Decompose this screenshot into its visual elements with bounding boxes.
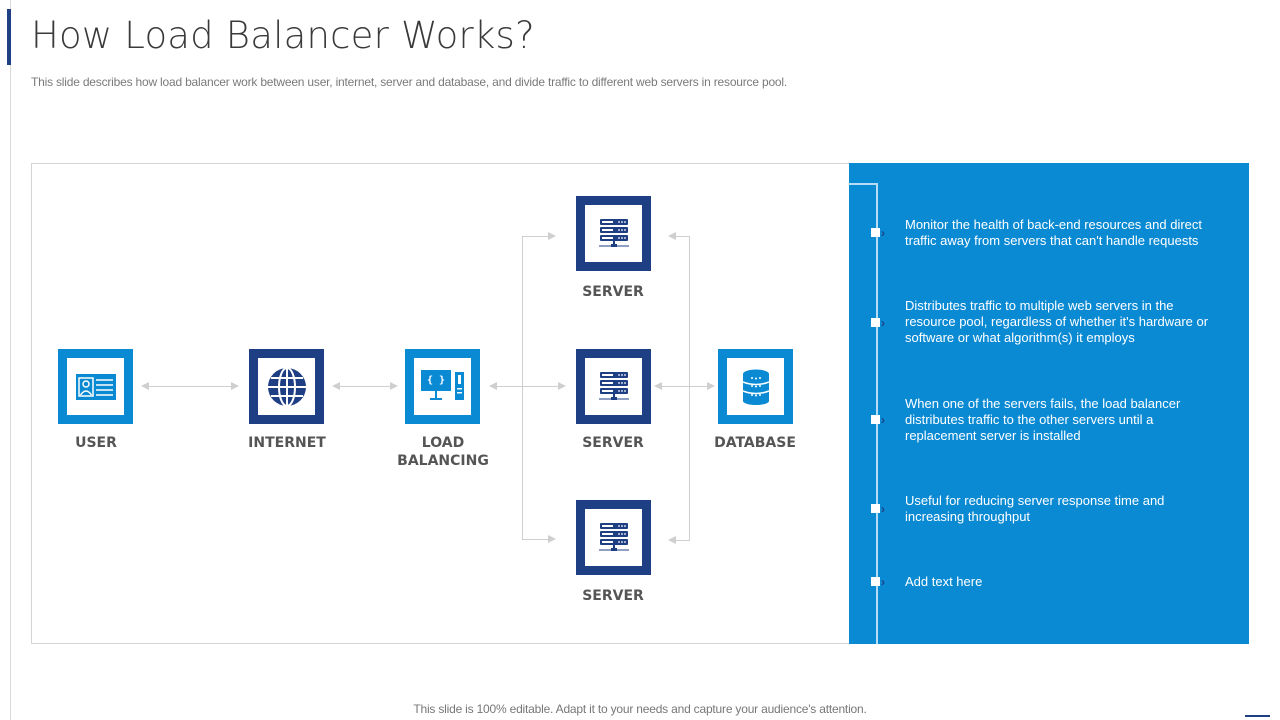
node-database-label: DATABASE: [714, 435, 796, 451]
bullet-marker: [871, 228, 880, 237]
bullet-text: Add text here: [905, 574, 983, 589]
chevron-right-icon: ›: [881, 413, 885, 427]
bullet-text: Distributes traffic to multiple web serv…: [905, 298, 1209, 345]
page-subtitle: This slide describes how load balancer w…: [31, 75, 787, 89]
bullet-text: When one of the servers fails, the load …: [905, 396, 1181, 443]
svg-text:{ }: { }: [426, 375, 444, 386]
node-server-bottom-label: SERVER: [582, 588, 644, 604]
label-line-2: BALANCING: [397, 453, 489, 469]
computer-code-icon: { }: [420, 369, 464, 400]
bullet-marker: [871, 318, 880, 327]
node-server-top: [576, 196, 651, 271]
chevron-right-icon: ›: [881, 502, 885, 516]
user-id-card-icon: [75, 373, 116, 400]
bullet-marker: [871, 504, 880, 513]
node-load-balancing: { }: [405, 349, 480, 424]
node-server-mid: [576, 349, 651, 424]
node-server-top-label: SERVER: [582, 284, 644, 300]
node-database: [718, 349, 793, 424]
node-user: [58, 349, 133, 424]
label-line-1: LOAD: [421, 435, 465, 451]
bullet-marker: [871, 415, 880, 424]
bullet-marker: [871, 577, 880, 586]
node-internet-label: INTERNET: [248, 435, 326, 451]
footer-note: This slide is 100% editable. Adapt it to…: [413, 702, 867, 716]
node-internet: [249, 349, 324, 424]
node-server-mid-label: SERVER: [582, 435, 644, 451]
server-rack-icon: [598, 371, 629, 400]
server-rack-icon: [598, 218, 629, 247]
chevron-right-icon: ›: [881, 226, 885, 240]
timeline-line: [876, 183, 878, 644]
footer-accent-mark: [1245, 715, 1270, 717]
timeline-connector: [849, 183, 877, 185]
node-load-balancing-label: LOAD BALANCING: [393, 434, 493, 470]
chevron-right-icon: ›: [881, 316, 885, 330]
bullet-text: Monitor the health of back-end resources…: [905, 217, 1203, 248]
left-margin-rule: [10, 0, 11, 720]
database-icon: [742, 369, 769, 405]
globe-icon: [267, 366, 306, 407]
page-title: How Load Balancer Works?: [31, 14, 535, 57]
chevron-right-icon: ›: [881, 575, 885, 589]
bullet-text: Useful for reducing server response time…: [905, 493, 1165, 524]
node-server-bottom: [576, 500, 651, 575]
title-accent-bar: [7, 9, 11, 65]
server-rack-icon: [598, 522, 629, 551]
info-panel: [849, 163, 1249, 644]
node-user-label: USER: [75, 435, 117, 451]
